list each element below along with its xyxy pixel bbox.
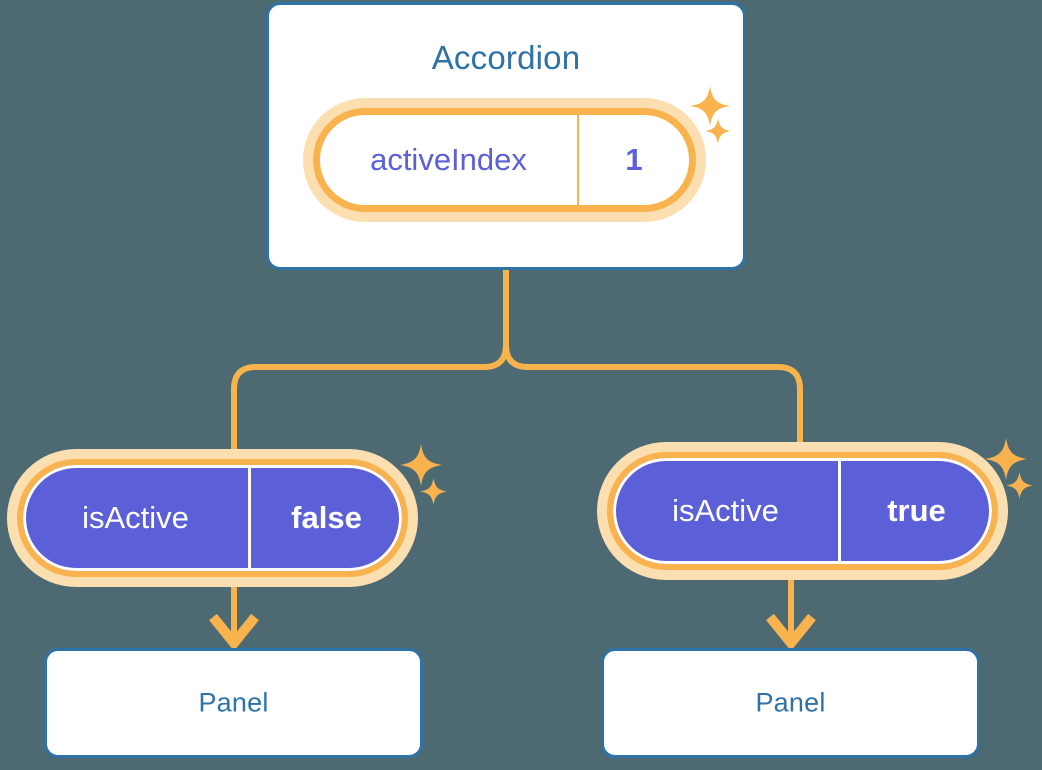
- state-key: activeIndex: [320, 115, 579, 205]
- component-title: Accordion: [431, 39, 581, 76]
- state-key: isActive: [23, 465, 251, 571]
- component-card-panel-right[interactable]: Panel: [601, 648, 980, 758]
- state-pill-is-active-true[interactable]: isActive true: [597, 442, 1008, 580]
- sparkle-small-icon: [420, 478, 447, 505]
- state-pill-is-active-false[interactable]: isActive false: [7, 449, 418, 587]
- component-card-panel-left[interactable]: Panel: [44, 648, 423, 758]
- component-title: Panel: [198, 687, 269, 718]
- connector-branch-right: [503, 342, 803, 455]
- arrow-head-right-icon: [766, 613, 816, 651]
- state-value: 1: [625, 142, 643, 177]
- state-value: true: [887, 493, 946, 528]
- state-value: false: [291, 500, 362, 535]
- component-title: Panel: [755, 687, 826, 718]
- connector-branch-left: [231, 342, 509, 462]
- state-pill-active-index[interactable]: activeIndex 1: [303, 98, 706, 222]
- state-pill-body: isActive true: [607, 452, 998, 570]
- sparkle-small-icon: [1006, 472, 1033, 499]
- arrow-head-left-icon: [209, 613, 259, 651]
- state-pill-body: activeIndex 1: [313, 108, 696, 212]
- state-key: isActive: [613, 458, 841, 564]
- state-pill-body: isActive false: [17, 459, 408, 577]
